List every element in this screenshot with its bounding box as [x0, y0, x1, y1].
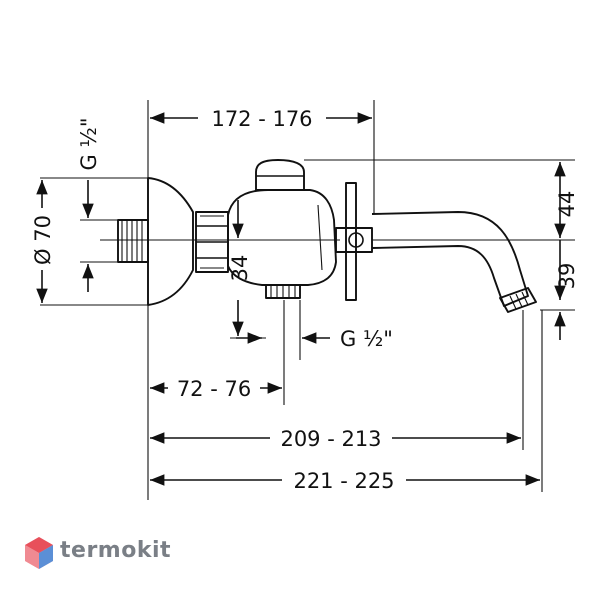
watermark-brand: termokit	[60, 538, 172, 563]
spout	[371, 211, 529, 307]
bottom-outlet	[265, 285, 301, 299]
inlet-connector	[117, 219, 149, 263]
dim-flange-diameter: Ø 70	[31, 215, 55, 265]
dim-pipe-34: 34	[228, 255, 252, 282]
dim-top-width: 172 - 176	[211, 107, 312, 131]
dim-total-length: 221 - 225	[293, 469, 394, 493]
faucet-body	[100, 159, 537, 313]
dim-inlet-thread: G ½"	[77, 118, 101, 171]
wall-flange	[147, 177, 194, 306]
termokit-logo-icon	[25, 537, 53, 569]
cross-handle	[335, 182, 373, 301]
dimension-lines	[36, 112, 566, 486]
top-cap	[255, 159, 305, 191]
dim-bottom-thread: G ½"	[340, 327, 393, 351]
hex-nut	[195, 211, 229, 273]
dim-spout-length: 209 - 213	[280, 427, 381, 451]
spout-aerator	[499, 287, 537, 313]
dim-spout-offset: 39	[555, 263, 579, 290]
dim-outlet-height: 44	[555, 191, 579, 218]
dim-inlet-distance: 72 - 76	[177, 377, 251, 401]
